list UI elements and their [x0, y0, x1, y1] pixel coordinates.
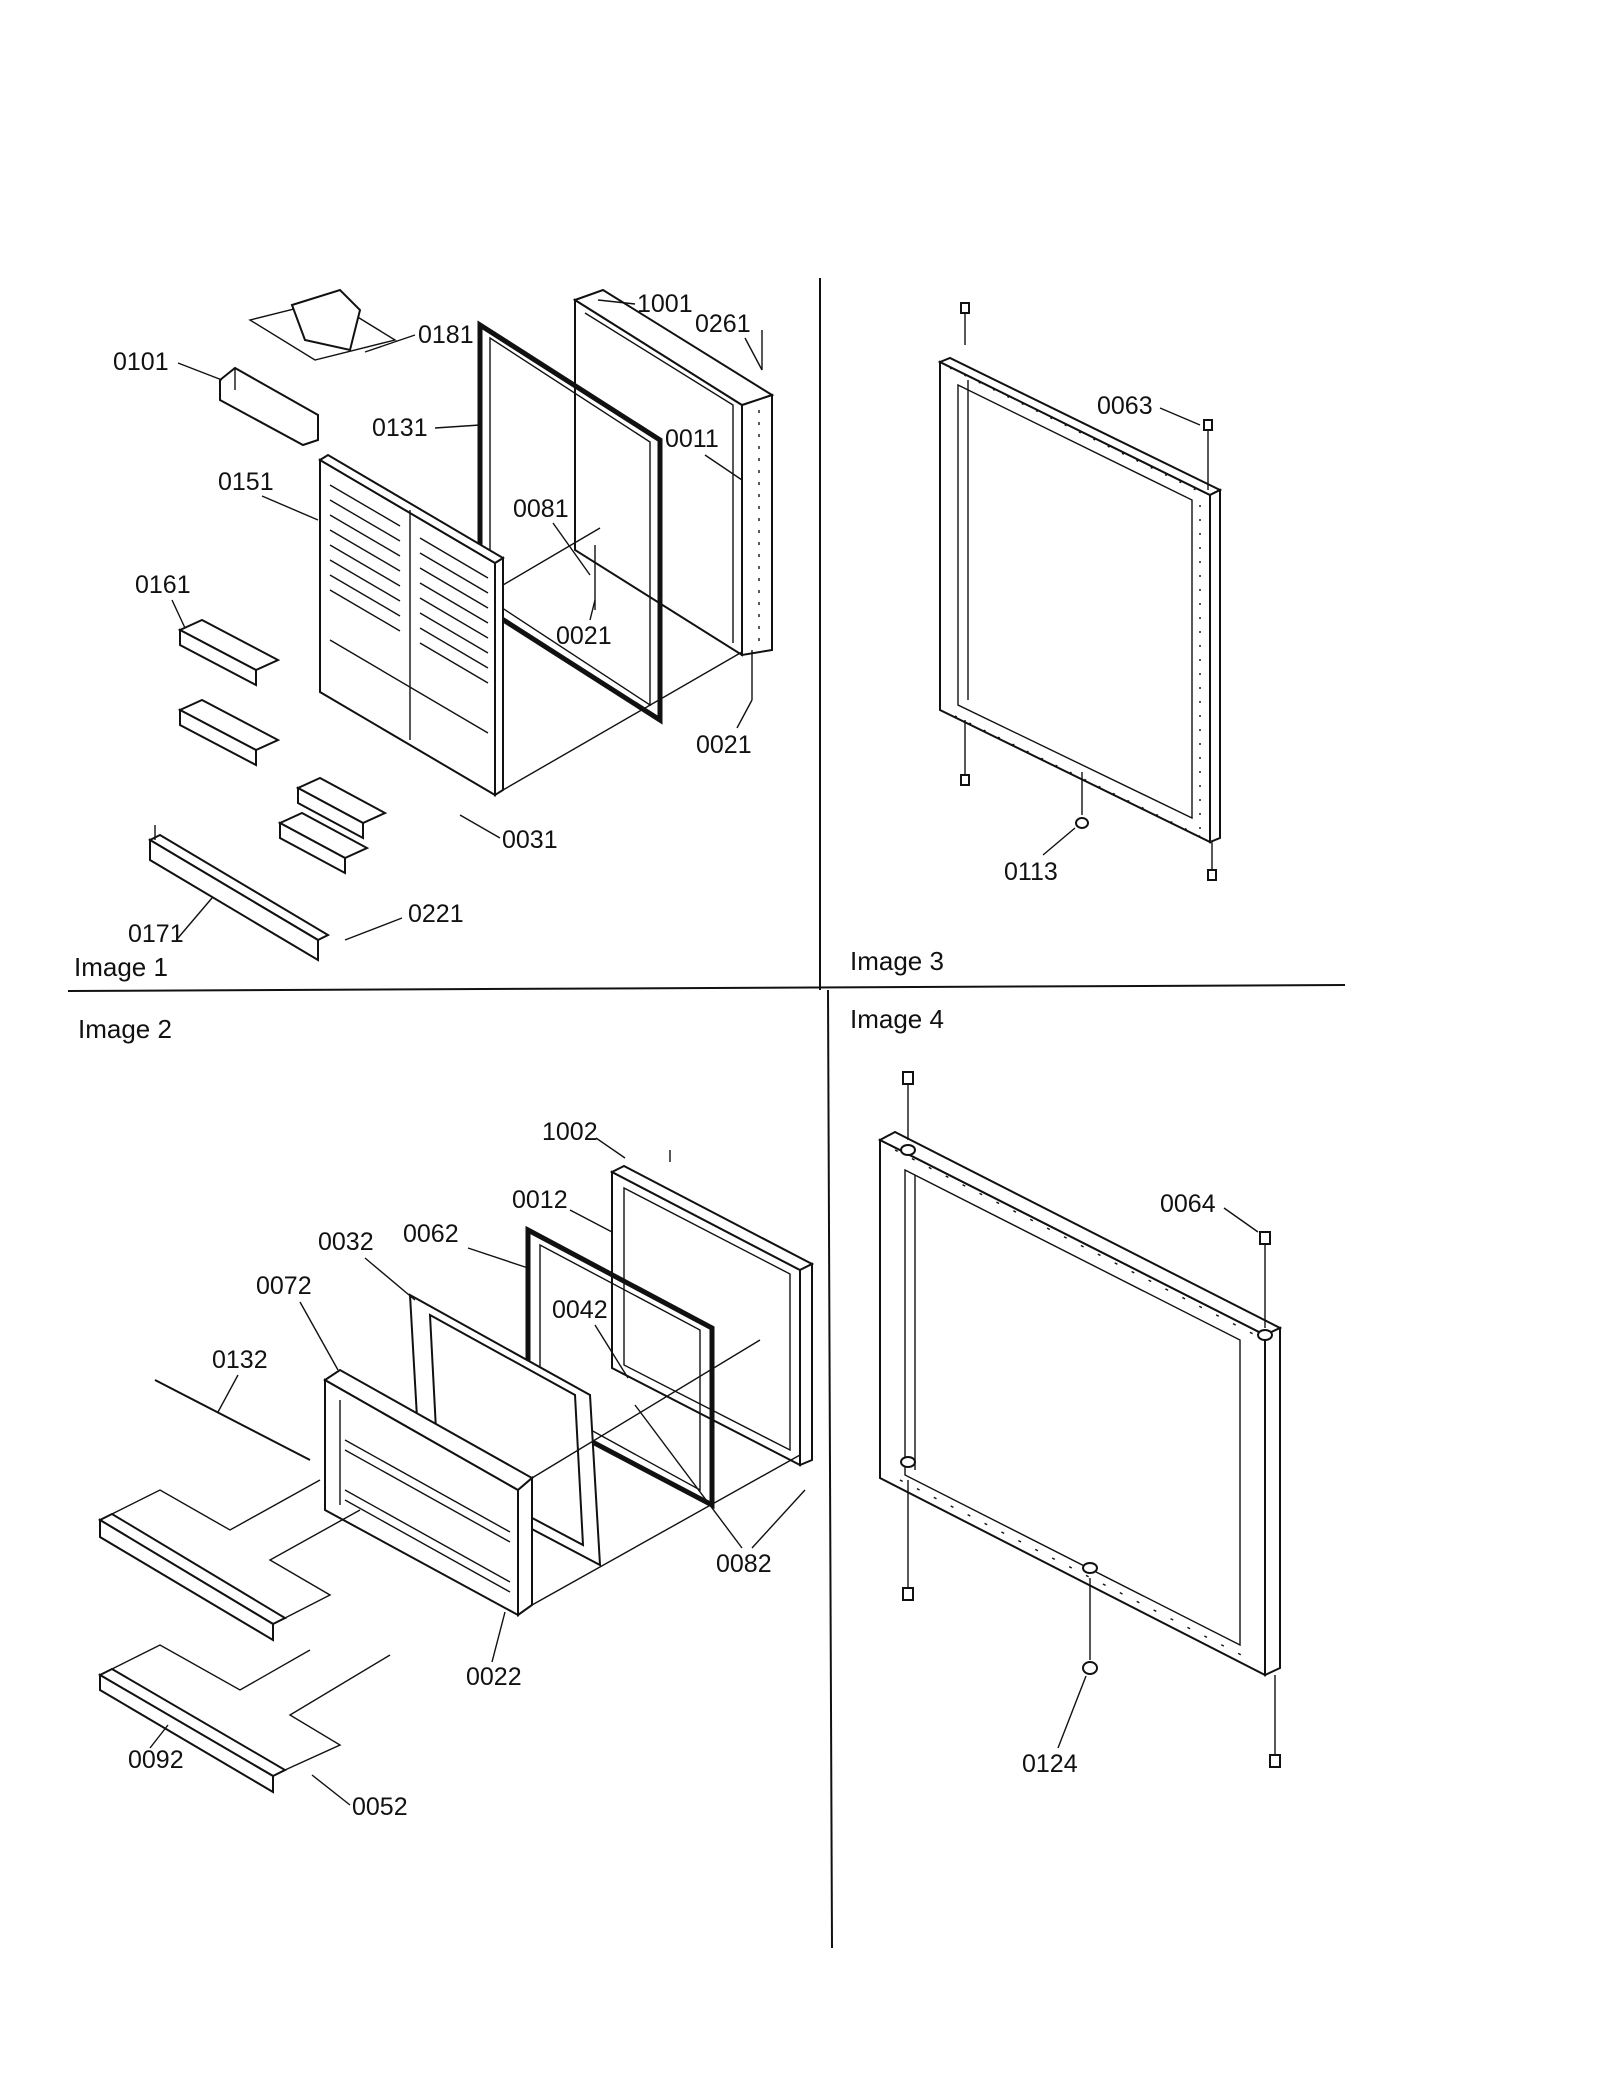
callout-0124: 0124 — [1022, 1750, 1078, 1778]
caption-image-2: Image 2 — [78, 1014, 172, 1044]
callout-0101: 0101 — [113, 348, 169, 376]
image3-panel — [937, 302, 1223, 881]
callout-0151: 0151 — [218, 468, 274, 496]
callout-1002: 1002 — [542, 1118, 598, 1146]
callout-0012: 0012 — [512, 1186, 568, 1214]
door-frame-upper — [937, 356, 1223, 844]
callout-0132: 0132 — [212, 1346, 268, 1374]
callout-0261: 0261 — [695, 310, 751, 338]
image2-labels: 1002 0012 0032 0062 0072 0042 0132 0082 … — [128, 1118, 806, 1821]
freezer-door-outer-panel — [609, 1164, 815, 1467]
image3-labels: 0063 0113 Image 3 — [850, 392, 1201, 976]
door-bins — [177, 618, 388, 875]
caption-image-1: Image 1 — [74, 952, 168, 982]
freezer-frame-screws — [902, 1071, 1281, 1768]
callout-0131: 0131 — [372, 414, 428, 442]
callout-0171: 0171 — [128, 920, 184, 948]
image4-labels: 0064 0124 — [1022, 1190, 1259, 1778]
callout-0081: 0081 — [513, 495, 569, 523]
callout-0181: 0181 — [418, 321, 474, 349]
callout-0052: 0052 — [352, 1793, 408, 1821]
callout-0082: 0082 — [716, 1550, 772, 1578]
callout-0042: 0042 — [552, 1296, 608, 1324]
divider-horizontal — [67, 984, 1346, 992]
door-outer-panel — [572, 288, 775, 657]
callout-0113: 0113 — [1004, 858, 1058, 886]
frame-screws — [960, 302, 1217, 881]
dairy-compartment — [219, 288, 397, 447]
callout-0021-lower: 0021 — [696, 731, 752, 759]
callout-0032: 0032 — [318, 1228, 374, 1256]
callout-0072: 0072 — [256, 1272, 312, 1300]
image4-panel — [877, 1071, 1283, 1768]
callout-0064: 0064 — [1160, 1190, 1216, 1218]
freezer-assembly-guides — [111, 1150, 801, 1771]
callout-0022: 0022 — [466, 1663, 522, 1691]
freezer-door-frame — [877, 1130, 1283, 1677]
image1-labels: 0101 0181 0131 1001 0261 0011 0151 0081 … — [74, 290, 763, 982]
freezer-door-shelves — [97, 1512, 288, 1794]
callout-0092: 0092 — [128, 1746, 184, 1774]
callout-0031: 0031 — [502, 826, 558, 854]
caption-image-3: Image 3 — [850, 946, 944, 976]
image2-panel — [97, 1150, 815, 1794]
callout-0011: 0011 — [665, 425, 719, 453]
callout-0062: 0062 — [403, 1220, 459, 1248]
door-liner — [318, 453, 505, 797]
callout-0161: 0161 — [135, 571, 191, 599]
door-shelf-rail — [147, 825, 331, 962]
callout-0063: 0063 — [1097, 392, 1153, 420]
freezer-shelf-rod — [154, 1379, 311, 1461]
callout-0021-upper: 0021 — [556, 622, 612, 650]
caption-image-4: Image 4 — [850, 1004, 944, 1034]
divider-vertical-bottom — [827, 989, 833, 1949]
freezer-door-liner — [323, 1368, 534, 1617]
callout-1001: 1001 — [637, 290, 693, 318]
callout-0221: 0221 — [408, 900, 464, 928]
assembly-guides — [502, 330, 763, 791]
image1-panel — [147, 288, 775, 962]
freezer-breaker-frame — [408, 1293, 602, 1567]
